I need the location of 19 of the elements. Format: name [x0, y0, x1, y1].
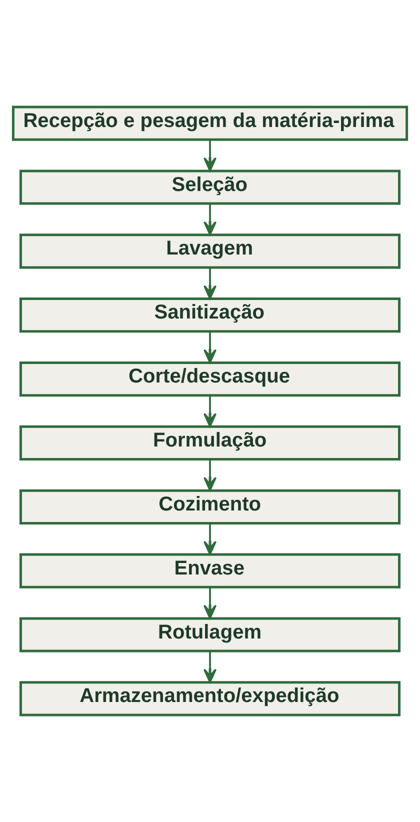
- arrow: [203, 651, 217, 683]
- node-box: Sanitização: [19, 298, 401, 333]
- arrow: [203, 268, 217, 300]
- node-box: Seleção: [19, 170, 401, 205]
- arrow: [203, 459, 217, 492]
- node-box: Lavagem: [19, 234, 401, 269]
- arrow: [203, 395, 217, 428]
- arrow: [203, 204, 217, 236]
- node-box: Envase: [19, 553, 401, 588]
- arrow: [203, 332, 217, 364]
- node-box: Formulação: [19, 425, 401, 461]
- node-box: Armazenamento/expedição: [19, 681, 401, 716]
- node-box: Cozimento: [19, 489, 401, 524]
- node-box: Rotulagem: [19, 617, 401, 652]
- node-box: Corte/descasque: [19, 361, 401, 397]
- arrow: [203, 587, 217, 620]
- arrow: [203, 140, 217, 172]
- node-box: Recepção e pesagem da matéria-prima: [12, 106, 408, 141]
- arrow: [203, 523, 217, 556]
